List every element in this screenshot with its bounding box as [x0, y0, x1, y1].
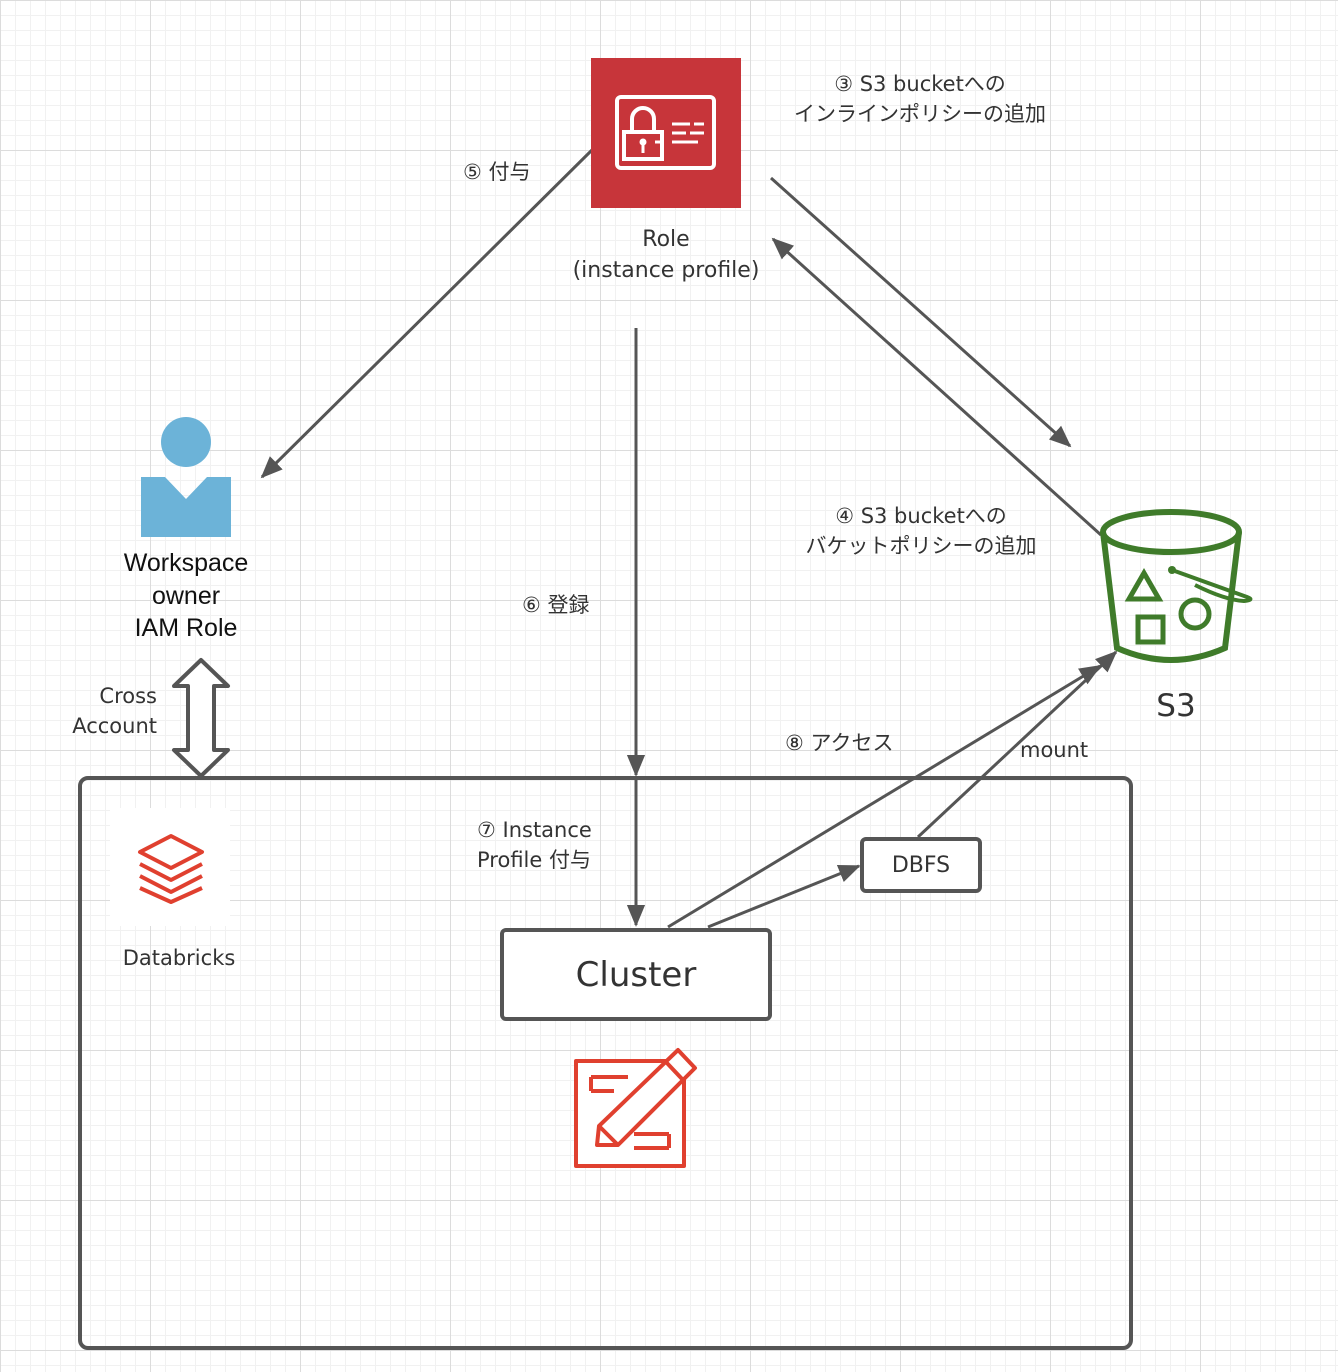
- mount-label: mount: [1020, 738, 1089, 762]
- user-icon: [141, 417, 231, 537]
- workspace-role-label: Workspace owner IAM Role: [123, 549, 249, 642]
- step3-label: ③ S3 bucketへの インラインポリシーの追加: [794, 72, 1046, 126]
- databricks-workspace-container: [78, 776, 1133, 1350]
- step8-label: ⑧ アクセス: [785, 731, 894, 755]
- cluster-label: Cluster: [575, 954, 697, 995]
- iam-role-icon: [591, 58, 741, 208]
- cross-account-double-arrow: [172, 658, 230, 778]
- edge-mount: [916, 650, 1118, 839]
- s3-bucket-icon: [1100, 509, 1253, 663]
- cross-account-label: Cross Account: [72, 684, 157, 738]
- step5-label: ⑤ 付与: [463, 160, 531, 184]
- step4-label: ④ S3 bucketへの バケットポリシーの追加: [805, 504, 1037, 558]
- cluster-node[interactable]: Cluster: [500, 928, 772, 1021]
- databricks-label: Databricks: [122, 946, 236, 970]
- edge-inline-policy: [769, 176, 1072, 448]
- step7-label: ⑦ Instance Profile 付与: [477, 818, 592, 872]
- dbfs-label: DBFS: [891, 852, 951, 878]
- edge-cluster-dbfs: [707, 864, 861, 929]
- edge-access: [667, 664, 1102, 929]
- role-label: Role (instance profile): [572, 227, 760, 284]
- edge-bucket-policy: [771, 237, 1103, 537]
- edge-attach-role: [260, 148, 594, 479]
- s3-label: S3: [1156, 688, 1196, 724]
- notebook-edit-icon: [574, 1048, 697, 1168]
- databricks-logo: [110, 808, 230, 926]
- dbfs-node[interactable]: DBFS: [860, 837, 982, 893]
- step6-label: ⑥ 登録: [522, 593, 590, 617]
